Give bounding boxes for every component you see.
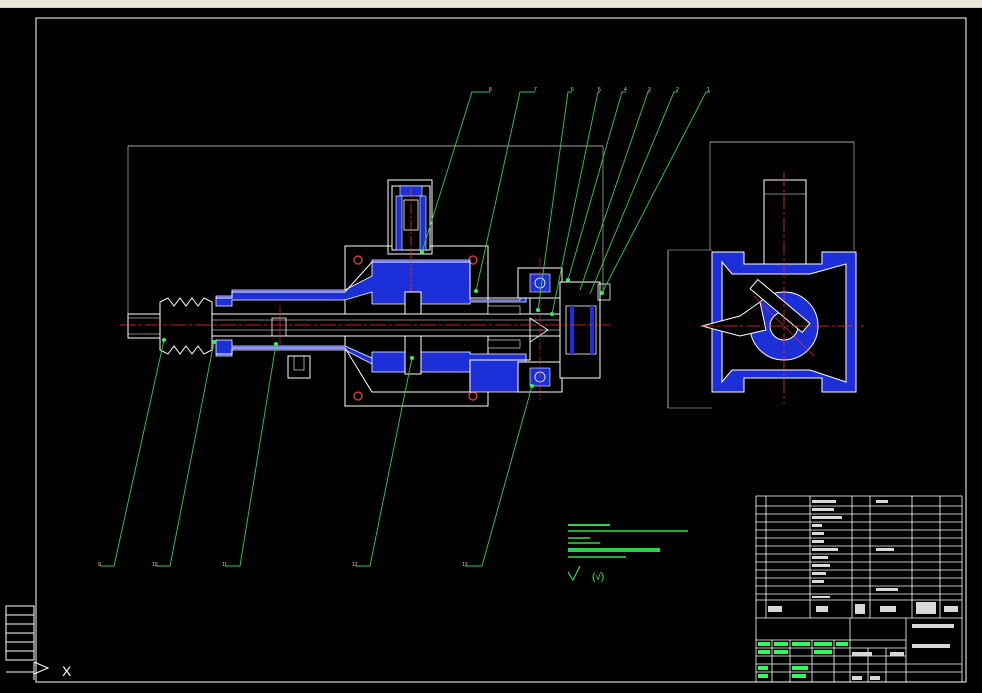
part-number: 8 [489,87,492,93]
command-line[interactable] [0,686,982,693]
part-number: 11 [222,562,227,568]
roughness-symbol [567,565,581,582]
cad-drawing-canvas[interactable]: X [0,8,982,686]
toolbar-segment[interactable] [300,0,471,7]
part-number: 12 [352,562,358,568]
toolbar-segment[interactable] [800,0,982,7]
ucs-icon: X [33,661,72,680]
toolbar-segment[interactable] [635,0,801,7]
main-section-view [120,145,612,407]
part-number: 4 [624,87,627,93]
part-number: 7 [534,87,537,93]
part-number-labels: 8 7 6 5 4 3 2 1 9 10 11 12 13 [98,87,710,568]
part-number: 1 [707,87,710,93]
part-number: 10 [152,562,158,568]
part-number: 5 [598,87,601,93]
title-block [755,495,963,683]
part-number: 6 [571,87,574,93]
roughness-check: (√) [592,571,604,583]
toolbar-segment[interactable] [470,0,636,7]
leader-lines [100,91,710,567]
part-number: 13 [462,562,468,568]
technical-requirements: (√) [567,524,688,583]
title-block-entries [768,500,958,680]
title-block-green-entries [758,642,848,678]
ucs-x-label: X [62,663,72,679]
part-number: 9 [98,562,101,568]
drawing-frame [35,17,967,683]
binding-margin-block [5,605,35,673]
side-view [667,141,864,409]
toolbar-segment[interactable] [0,0,301,7]
part-number: 3 [648,87,651,93]
part-number: 2 [676,87,679,93]
